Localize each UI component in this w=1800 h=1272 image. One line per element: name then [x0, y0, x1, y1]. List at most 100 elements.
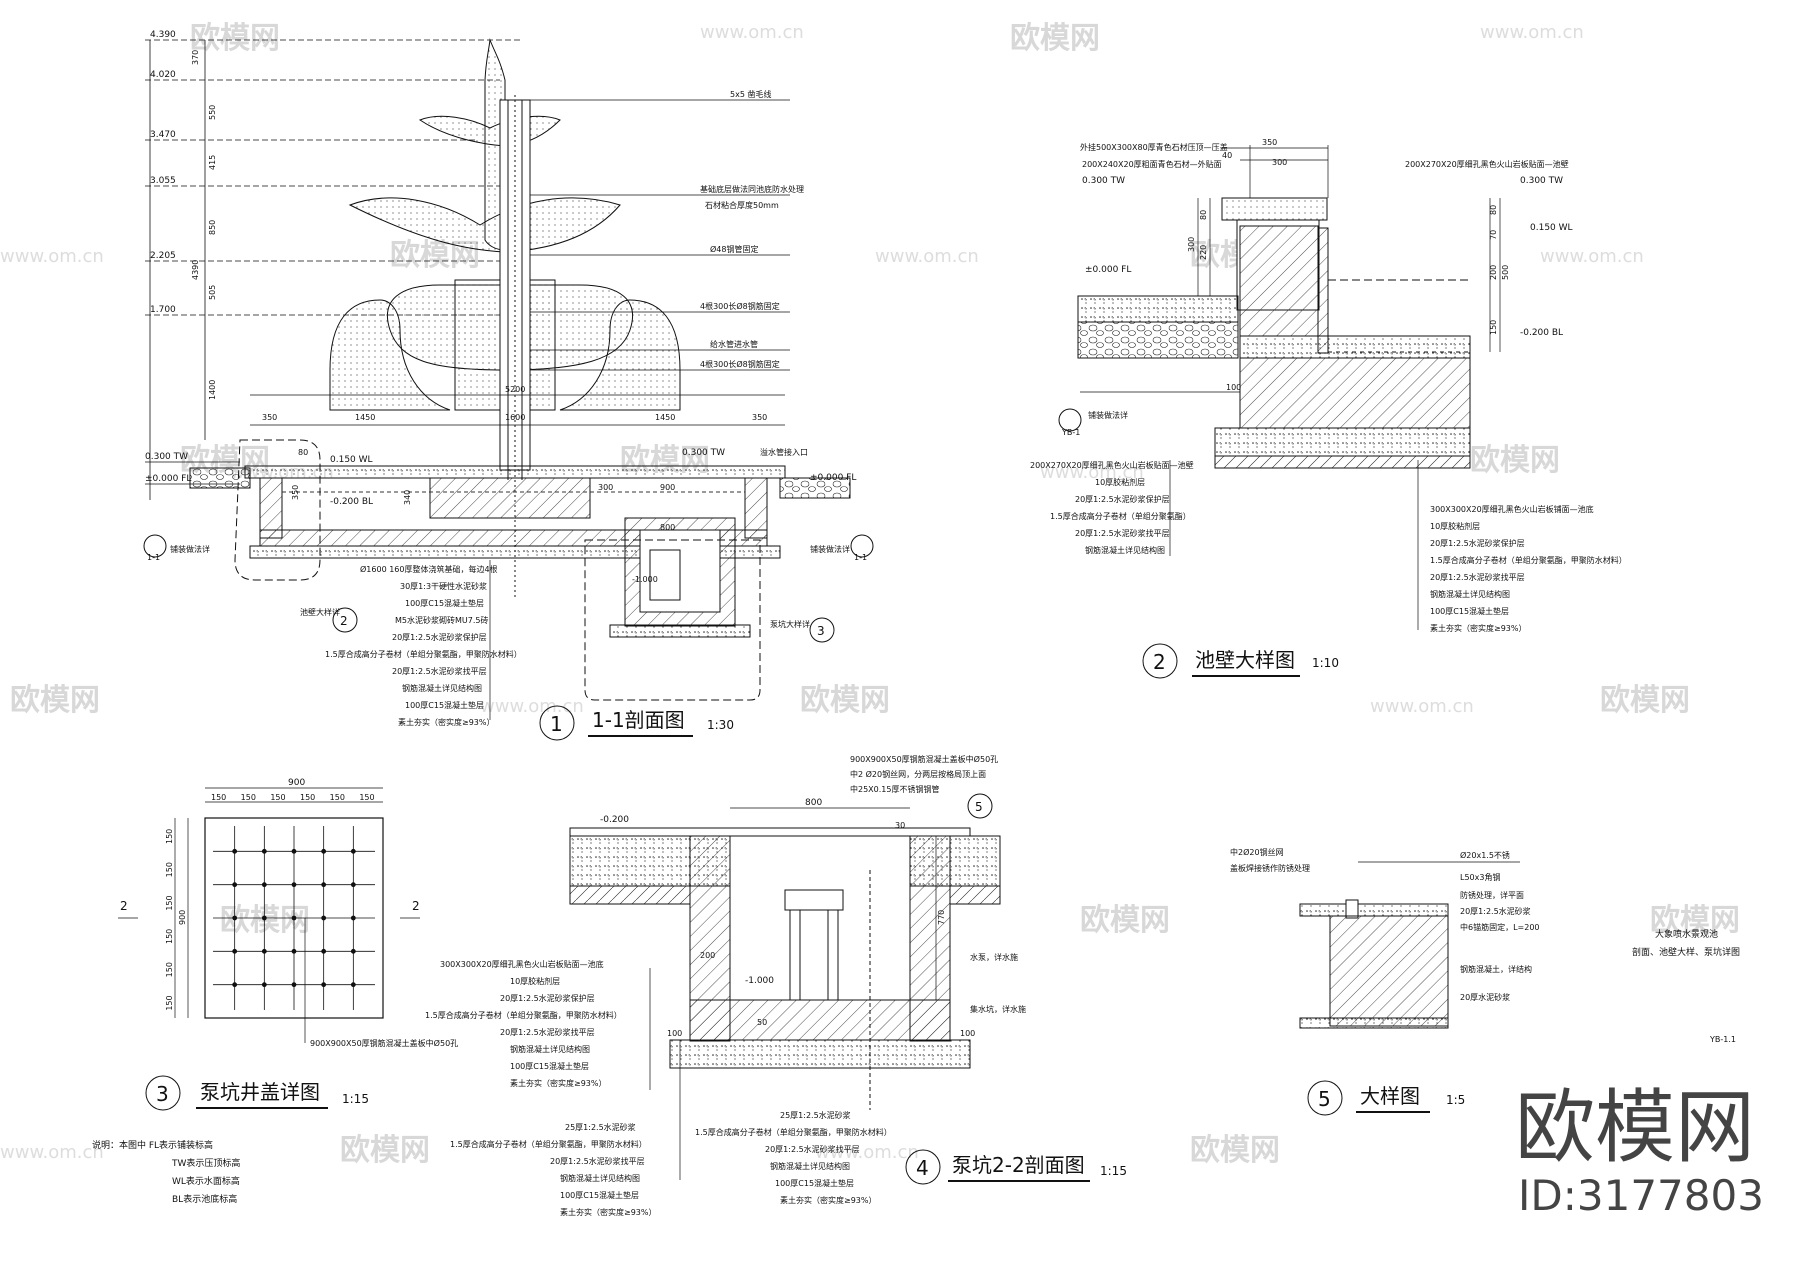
callout-text: 中2Ø20钢丝网 [1230, 847, 1284, 857]
callout-text: Ø1600 160厚整体浇筑基础，每边4根 [360, 564, 498, 574]
dimension: 40 [1222, 151, 1232, 160]
edge-label: 铺装做法详 [170, 544, 210, 554]
callout-text: 钢筋混凝土详见结构图 [1085, 545, 1165, 555]
callout-text: 钢筋混凝土详见结构图 [1430, 589, 1510, 599]
callout-text: 900X900X50厚钢筋混凝土盖板中Ø50孔 [310, 1038, 458, 1048]
dimension: 850 [208, 220, 217, 235]
title-name: 大样图 [1360, 1084, 1420, 1108]
callout-text: 钢筋混凝土详见结构图 [770, 1161, 850, 1171]
callout-text: 30厚1:3干硬性水泥砂浆 [400, 581, 487, 591]
callout-text: 石材粘合厚度50mm [705, 200, 779, 210]
marker-label: 池壁大样详 [300, 607, 340, 617]
level-labels: 4.390 4.020 3.470 3.055 2.205 1.700 0.30… [145, 30, 217, 484]
cut-marker: 2 [412, 899, 420, 913]
callout-text: 25厚1:2.5水泥砂浆 [565, 1122, 636, 1132]
callout-text: 20厚1:2.5水泥砂浆找平层 [500, 1027, 595, 1037]
dimension: 350 [1262, 138, 1277, 147]
callout-text: 素土夯实（密实度≥93%） [398, 717, 494, 727]
note-line: WL表示水面标高 [172, 1175, 240, 1187]
dimension: 150 [241, 793, 256, 802]
dimension: 150 [165, 929, 174, 944]
cover-grid [213, 826, 375, 1010]
section-1-1: 4.390 4.020 3.470 3.055 2.205 1.700 0.30… [143, 30, 874, 741]
callout-text: 100厚C15混凝土垫层 [510, 1061, 589, 1071]
dimension: 505 [208, 285, 217, 300]
grid-node [261, 848, 267, 854]
callout-text: 4根300长Ø8钢筋固定 [700, 359, 780, 369]
callout-text: 20厚1:2.5水泥砂浆保护层 [392, 632, 487, 642]
title-name: 泵坑井盖详图 [200, 1080, 320, 1104]
title-scale: 1:30 [707, 718, 734, 732]
level-label: 0.300 TW [682, 448, 725, 458]
dimension: 150 [165, 995, 174, 1010]
dimension: 70 [1489, 230, 1498, 240]
callout-text: 水泵，详水施 [970, 952, 1018, 962]
grid-node [321, 848, 327, 854]
level-label: 3.055 [150, 176, 176, 186]
dimension: 1450 [355, 413, 375, 422]
callout-text: 300X300X20厚细孔黑色火山岩板铺面—池底 [1430, 504, 1594, 514]
detail-callout-bubbles [234, 439, 761, 701]
dimension: 220 [1199, 245, 1208, 260]
callout-text: 1.5厚合成高分子卷材（单组分聚氨酯，甲聚防水材料） [425, 1010, 622, 1020]
marker-label: 泵坑大样详 [770, 619, 810, 629]
level-label: -1.000 [745, 976, 774, 986]
dimension: 80 [1489, 205, 1498, 215]
dimension: 300 [1187, 237, 1196, 252]
callout-text: 20厚1:2.5水泥砂浆保护层 [1430, 538, 1525, 548]
grid-node [321, 915, 327, 921]
dimension: 150 [165, 862, 174, 877]
title-1-1: 1 1-1剖面图 1:30 [539, 705, 734, 741]
dimension: 150 [330, 793, 345, 802]
callout-text: 素土夯实（密实度≥93%） [780, 1195, 876, 1205]
callout-text: 20厚1:2.5水泥砂浆保护层 [1075, 494, 1170, 504]
section-4-pump-pit: 800 30 770 200 100 50 100 -0.200 -1.000 … [425, 754, 1127, 1217]
callout-text: 钢筋混凝土详见结构图 [510, 1044, 590, 1054]
dimension: 300 [1272, 158, 1287, 167]
watermark-brand: 欧模网 [340, 1133, 430, 1168]
dimension: 5200 [505, 385, 525, 394]
dimension: 200 [700, 951, 715, 960]
level-label: -0.200 [600, 815, 629, 825]
level-label: 4.020 [150, 70, 176, 80]
watermark-site: www.om.cn [1480, 22, 1584, 43]
pool-basin [189, 465, 851, 638]
cut-marker: 2 [120, 899, 128, 913]
title-5: 5 大样图 1:5 [1307, 1080, 1465, 1116]
level-label: 4.390 [150, 30, 176, 40]
dimension: 4390 [191, 260, 200, 280]
dimension: 800 [805, 798, 822, 808]
title-name: 泵坑2-2剖面图 [952, 1153, 1085, 1177]
brand-block: 欧模网 ID:3177803 [1515, 1081, 1764, 1220]
callout-text: 溢水管接入口 [760, 447, 808, 457]
watermark-site: www.om.cn [480, 696, 584, 717]
callout-text: 10厚胶粘剂层 [1095, 477, 1145, 487]
grid-node [321, 882, 327, 888]
right-callouts: 5x5 凿毛线 基础底层做法同池底防水处理 石材粘合厚度50mm Ø48钢管固定… [530, 89, 804, 371]
callout-text: 25厚1:2.5水泥砂浆 [780, 1110, 851, 1120]
marker-number: 5 [975, 800, 983, 814]
dimension: 200 [1489, 265, 1498, 280]
dimension: 150 [165, 829, 174, 844]
level-label: 0.150 WL [330, 455, 373, 465]
grid-node [350, 948, 356, 954]
level-label: 0.300 TW [1082, 176, 1125, 186]
dimension: 80 [298, 448, 308, 457]
brand-name: 欧模网 [1515, 1081, 1755, 1174]
dimension: 1450 [655, 413, 675, 422]
callout-text: 100厚C15混凝土垫层 [560, 1190, 639, 1200]
dimension: 900 [660, 483, 675, 492]
wall-detail-text: 350 40 300 80 220 300 80 70 200 500 150 … [1030, 138, 1627, 633]
callout-text: 中2 Ø20钢丝网，分两层按格局顶上面 [850, 769, 986, 779]
callout-text: 20厚1:2.5水泥砂浆找平层 [765, 1144, 860, 1154]
watermark-brand: 欧模网 [1650, 903, 1740, 938]
note-line: TW表示压顶标高 [171, 1157, 240, 1169]
callout-text: 素土夯实（密实度≥93%） [1430, 623, 1526, 633]
title-scale: 1:10 [1312, 656, 1339, 670]
title-number: 5 [1318, 1087, 1331, 1111]
dimension: 350 [262, 413, 277, 422]
dimension: 80 [1199, 210, 1208, 220]
dimension: 500 [1501, 265, 1510, 280]
grid-node [261, 882, 267, 888]
